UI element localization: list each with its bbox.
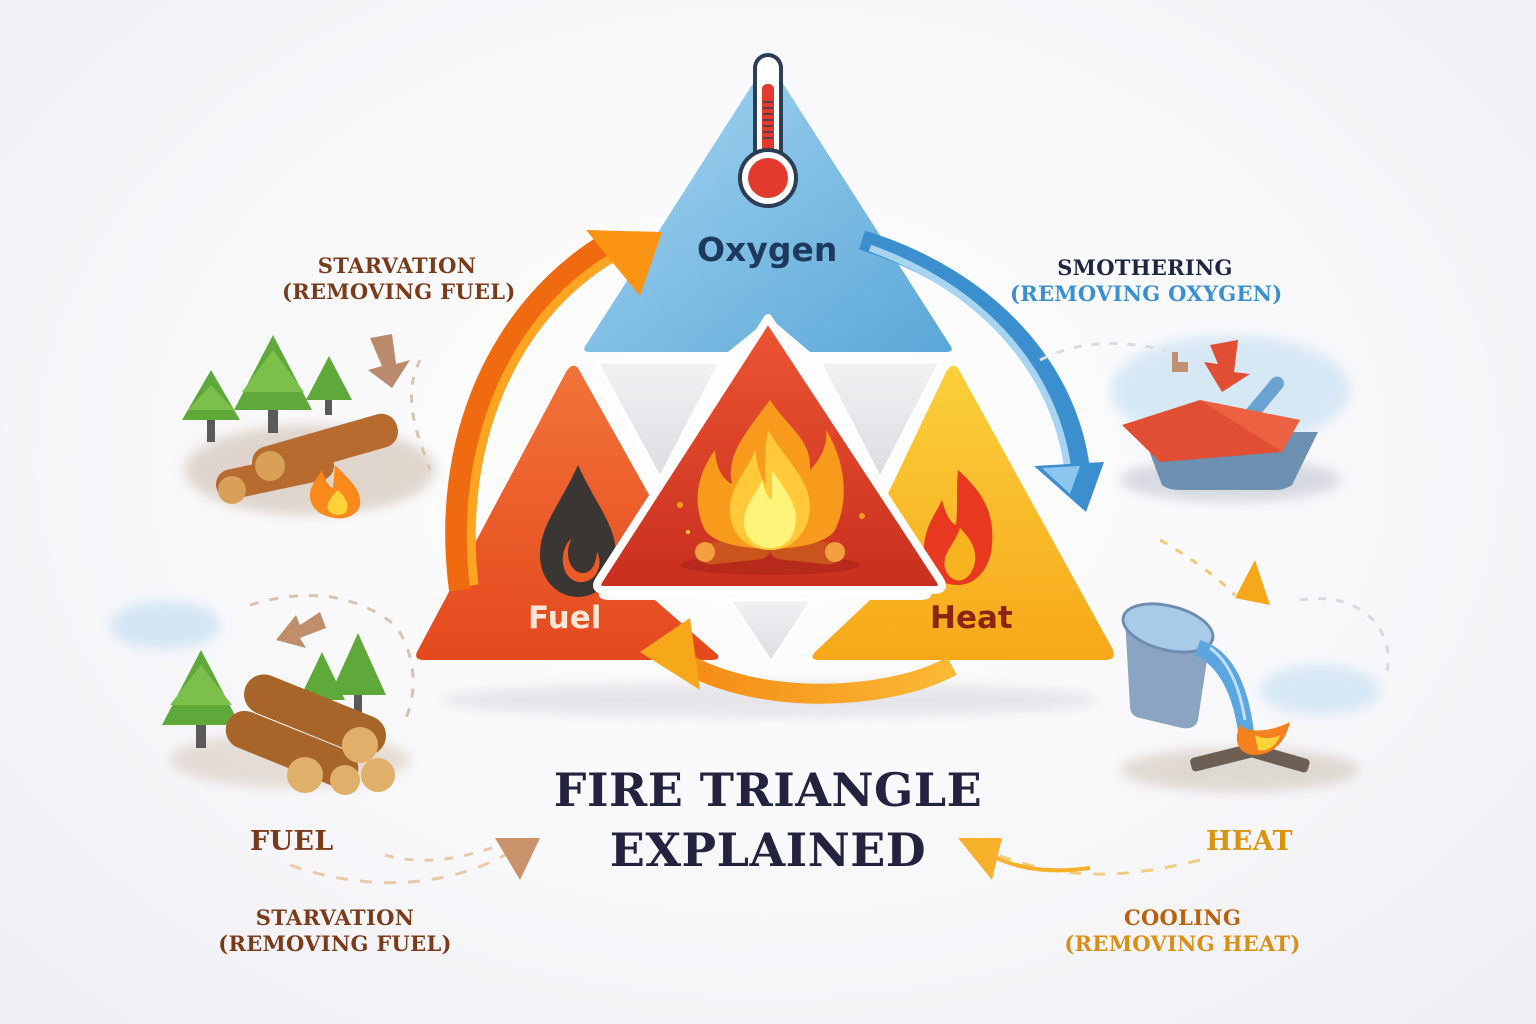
cycle-arrow-oxygen-to-heat: [859, 230, 1104, 512]
smothering-illustration: [1039, 335, 1350, 502]
cooling-illustration: [1120, 538, 1390, 792]
up-arrow-icon: [1235, 560, 1270, 605]
cooling-subtitle: (REMOVING HEAT): [1064, 931, 1301, 957]
down-left-arrow-icon: [276, 612, 326, 648]
smothering-callout: SMOTHERING (REMOVING OXYGEN): [1010, 255, 1283, 308]
tree-icon: [234, 335, 312, 433]
tree-icon: [306, 356, 352, 415]
smothering-subtitle: (REMOVING OXYGEN): [1010, 281, 1283, 307]
heat-pointer-arrow: [958, 838, 1201, 880]
fuel-drop-icon: [540, 465, 616, 597]
starvation-title: STARVATION: [317, 253, 477, 278]
starvation-title: STARVATION: [255, 905, 415, 930]
cooling-callout: COOLING (REMOVING HEAT): [1060, 905, 1305, 958]
center-triangle: [593, 314, 946, 594]
starvation-subtitle: (REMOVING FUEL): [218, 931, 452, 957]
page-title: FIRE TRIANGLE EXPLAINED: [468, 760, 1068, 880]
cycle-arrow-heat-to-fuel: [640, 618, 957, 704]
down-arrow-icon: [368, 334, 410, 388]
starvation-illustration-top: [182, 334, 435, 519]
title-line-2: EXPLAINED: [609, 823, 927, 877]
starvation-callout-bottom: STARVATION (REMOVING FUEL): [205, 905, 465, 958]
starvation-callout-top: STARVATION (REMOVING FUEL): [282, 253, 516, 306]
campfire-icon: [677, 400, 865, 575]
cooling-title: COOLING: [1123, 905, 1242, 930]
thermometer-icon: [738, 53, 798, 208]
tree-icon: [162, 650, 240, 748]
fuel-triangle: [416, 365, 719, 660]
heat-label: Heat: [930, 600, 1013, 636]
title-line-1: FIRE TRIANGLE: [553, 763, 983, 817]
fuel-label: Fuel: [528, 600, 602, 636]
heat-heading: HEAT: [1206, 826, 1293, 857]
cycle-arrow-fuel-to-oxygen: [445, 230, 662, 592]
fuel-heading: FUEL: [250, 826, 334, 857]
flame-icon: [923, 470, 993, 585]
down-arrow-icon: [1204, 340, 1250, 392]
grey-spacers: [595, 360, 942, 664]
tree-icon: [330, 633, 386, 712]
starvation-subtitle: (REMOVING FUEL): [282, 279, 516, 305]
fuel-pointer-arrow: [289, 838, 540, 885]
oxygen-triangle: [584, 53, 952, 352]
fuel-illustration: [110, 593, 415, 795]
smothering-title: SMOTHERING: [1057, 255, 1233, 280]
oxygen-label: Oxygen: [697, 230, 838, 269]
tree-icon: [182, 370, 240, 442]
heat-triangle: [812, 365, 1114, 660]
